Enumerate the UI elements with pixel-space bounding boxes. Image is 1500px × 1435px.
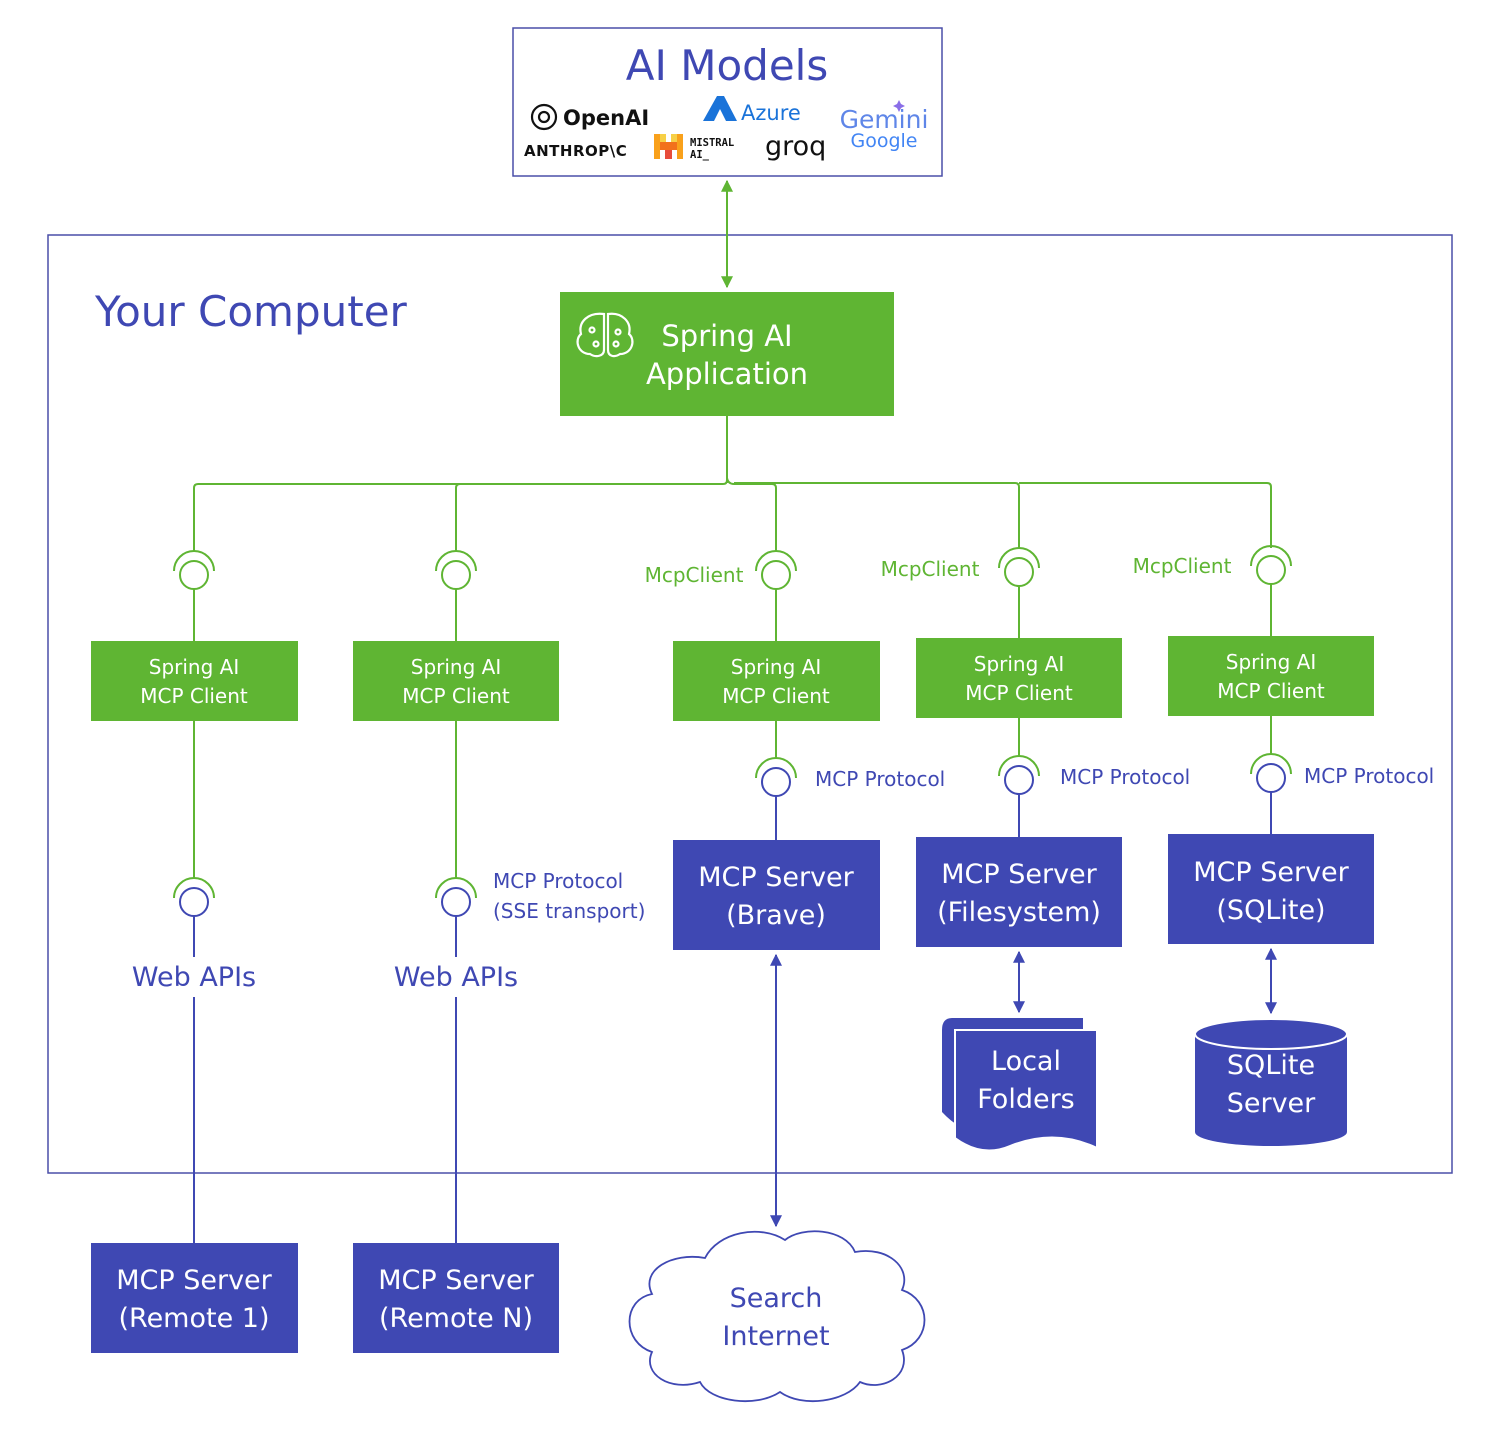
client-4-interface-label: McpClient xyxy=(881,557,980,581)
mcp-client-4: Spring AI MCP Client xyxy=(916,638,1122,718)
sqlite-server-database: SQLite Server xyxy=(1194,1018,1348,1146)
local-folders: Local Folders xyxy=(942,1018,1098,1152)
mistral-wordmark-line1: MISTRAL xyxy=(690,137,734,149)
web-apis-label-1: Web APIs xyxy=(132,962,256,993)
google-wordmark: Google xyxy=(850,130,917,152)
mcp-client-4-line1: Spring AI xyxy=(974,652,1064,676)
mcp-server-remote-n-line2: (Remote N) xyxy=(379,1303,533,1334)
gemini-wordmark: Gemini xyxy=(840,105,929,134)
mcp-client-1-line1: Spring AI xyxy=(149,655,239,679)
app-client-connectors xyxy=(193,416,1272,552)
app-label-line1: Spring AI xyxy=(661,319,792,353)
mistral-icon xyxy=(654,134,683,159)
mcp-client-1: Spring AI MCP Client xyxy=(91,641,298,721)
mcp-client-5-line1: Spring AI xyxy=(1226,650,1316,674)
mcp-server-brave-line2: (Brave) xyxy=(726,900,826,931)
search-internet-line1: Search xyxy=(730,1283,823,1314)
search-internet-cloud: Search Internet xyxy=(628,1230,926,1403)
sqlite-server-line1: SQLite xyxy=(1227,1050,1315,1081)
anthropic-wordmark: ANTHROP\C xyxy=(524,142,627,160)
remote-connectors xyxy=(173,721,477,1243)
sparkle-icon xyxy=(893,100,905,112)
openai-logo: OpenAI xyxy=(530,103,649,131)
your-computer-frame xyxy=(47,234,1453,1174)
app-label-line2: Application xyxy=(646,357,808,391)
filesystem-protocol-label: MCP Protocol xyxy=(1060,765,1190,789)
mcp-server-sqlite-line2: (SQLite) xyxy=(1216,895,1325,926)
mcp-client-3: Spring AI MCP Client xyxy=(673,641,880,721)
spring-ai-application: Spring AI Application xyxy=(560,292,894,416)
mcp-server-remote-n: MCP Server (Remote N) xyxy=(353,1243,559,1353)
mcp-client-2-line2: MCP Client xyxy=(402,684,510,708)
client-1-interface xyxy=(173,550,215,641)
mcp-client-2-line1: Spring AI xyxy=(411,655,501,679)
mcp-client-1-line2: MCP Client xyxy=(140,684,248,708)
client-interfaces xyxy=(173,545,1292,641)
mcp-server-remote-n-line1: MCP Server xyxy=(378,1265,534,1296)
client-2-interface xyxy=(435,550,477,641)
sqlite-protocol-label: MCP Protocol xyxy=(1304,764,1434,788)
mcp-server-filesystem: MCP Server (Filesystem) xyxy=(916,837,1122,947)
search-internet-line2: Internet xyxy=(722,1321,829,1352)
mcp-server-filesystem-line1: MCP Server xyxy=(941,859,1097,890)
azure-icon xyxy=(703,96,737,121)
mcp-client-3-line1: Spring AI xyxy=(731,655,821,679)
client-3-interface-label: McpClient xyxy=(645,563,744,587)
mcp-client-5: Spring AI MCP Client xyxy=(1168,636,1374,716)
groq-wordmark: groq xyxy=(765,131,826,162)
mistral-logo: MISTRAL AI_ xyxy=(654,134,734,161)
brave-protocol-label: MCP Protocol xyxy=(815,767,945,791)
mcp-server-filesystem-line2: (Filesystem) xyxy=(937,897,1101,928)
sse-protocol-label-line1: MCP Protocol xyxy=(493,869,623,893)
client-4-interface xyxy=(998,547,1040,638)
mcp-client-4-line2: MCP Client xyxy=(965,681,1073,705)
local-folders-line2: Folders xyxy=(977,1084,1075,1115)
mcp-server-sqlite: MCP Server (SQLite) xyxy=(1168,834,1374,944)
mcp-client-5-line2: MCP Client xyxy=(1217,679,1325,703)
sse-protocol-label-line2: (SSE transport) xyxy=(493,899,645,923)
web-apis-label-2: Web APIs xyxy=(394,962,518,993)
sqlite-server-line2: Server xyxy=(1227,1088,1316,1119)
mcp-server-remote-1: MCP Server (Remote 1) xyxy=(91,1243,298,1353)
azure-wordmark: Azure xyxy=(741,101,801,125)
gemini-logo: Gemini Google xyxy=(840,100,929,152)
client-5-interface-label: McpClient xyxy=(1133,554,1232,578)
mcp-client-2: Spring AI MCP Client xyxy=(353,641,559,721)
local-server-connectors xyxy=(755,716,1292,840)
mcp-server-remote-1-line1: MCP Server xyxy=(116,1265,272,1296)
ai-models-box: AI Models OpenAI Azure Gemini Google ANT… xyxy=(512,27,943,177)
azure-logo: Azure xyxy=(703,96,801,125)
local-folders-line1: Local xyxy=(991,1046,1061,1077)
openai-icon xyxy=(530,103,558,131)
openai-wordmark: OpenAI xyxy=(563,106,649,130)
your-computer-title: Your Computer xyxy=(94,287,408,336)
ai-models-title: AI Models xyxy=(626,41,828,90)
mcp-server-brave-line1: MCP Server xyxy=(698,862,854,893)
mistral-wordmark-line2: AI_ xyxy=(690,149,710,161)
mcp-client-3-line2: MCP Client xyxy=(722,684,830,708)
mcp-server-sqlite-line1: MCP Server xyxy=(1193,857,1349,888)
brain-icon xyxy=(576,312,634,358)
client-3-interface xyxy=(755,550,797,641)
mcp-server-brave: MCP Server (Brave) xyxy=(673,840,880,950)
client-5-interface xyxy=(1250,545,1292,636)
mcp-server-remote-1-line2: (Remote 1) xyxy=(118,1303,269,1334)
